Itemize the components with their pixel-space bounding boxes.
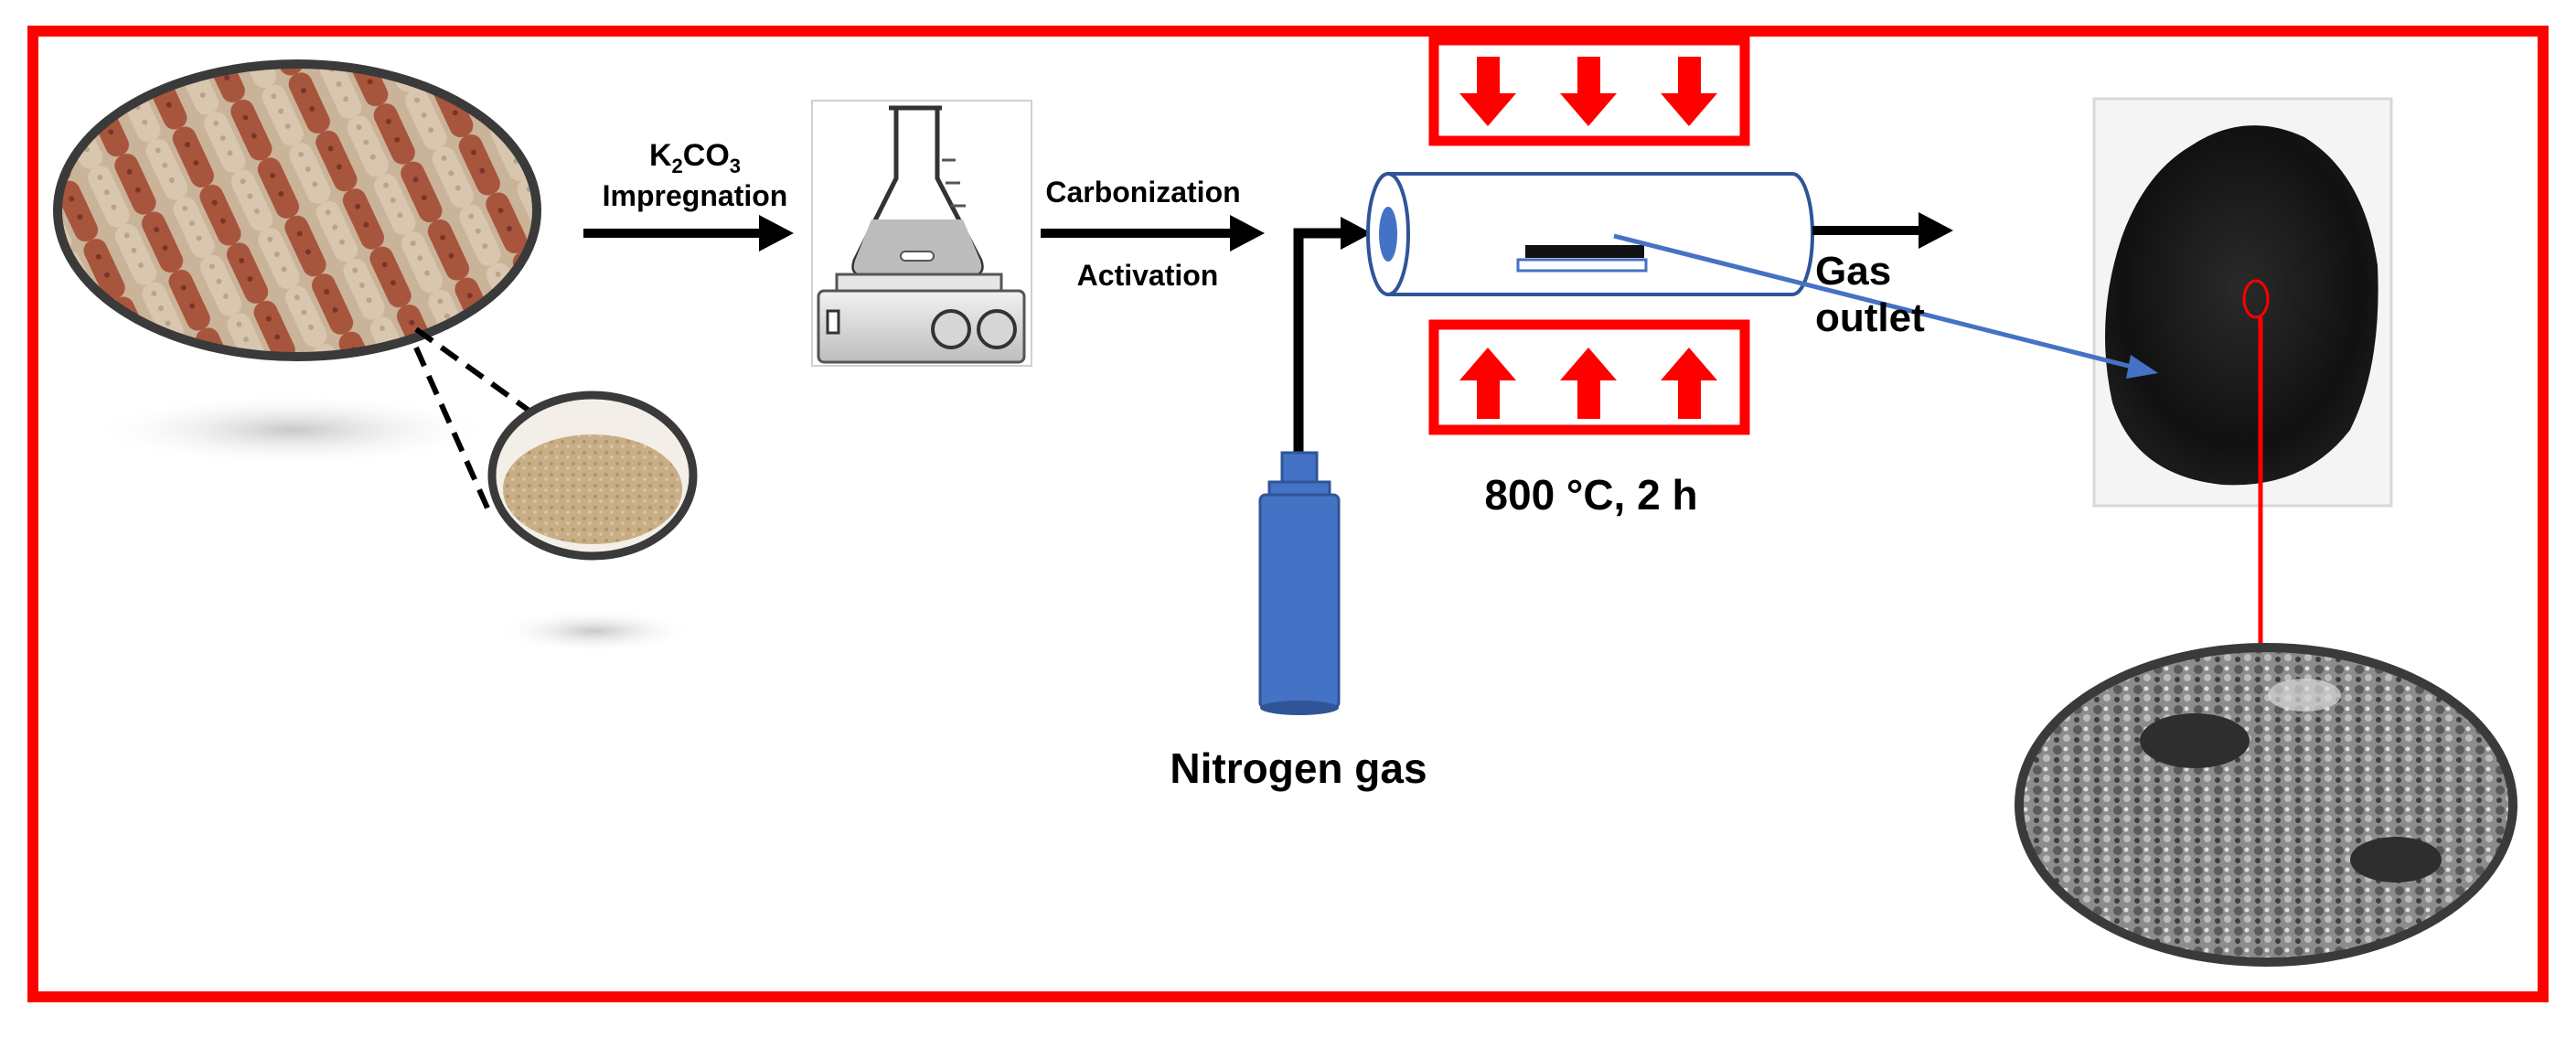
corn-cobs-photo-icon [53,59,541,466]
impregnation-arrow [583,215,794,251]
nitrogen-gas-label: Nitrogen gas [1170,744,1427,792]
gas-outlet-line1: Gas [1815,249,1892,294]
furnace-condition-label: 800 °C, 2 h [1484,471,1698,519]
sem-micrograph-icon [2015,643,2517,967]
flask-on-hotplate-icon [811,100,1032,367]
nitrogen-cylinder-icon [1258,451,1341,715]
zoom-dashed-line [414,326,532,414]
carbonization-label: Carbonization [1045,176,1241,209]
carbonization-arrow [1041,215,1265,251]
gas-outlet-label: Gas outlet [1815,249,1925,341]
activation-label: Activation [1076,259,1219,292]
gas-outlet-line2: outlet [1815,294,1925,340]
activated-carbon-photo-icon [2092,97,2393,508]
impregnation-label: Impregnation [602,179,788,212]
tube-furnace-icon [1366,172,1814,296]
reagent-label: K2CO3 [648,138,742,177]
nitrogen-feed-line [1293,217,1372,457]
outer-frame [27,26,2549,1002]
gas-outlet-arrow [1812,212,1953,249]
product-link-line [1613,233,2158,379]
bottom-heater-icon [1428,319,1750,435]
biomass-powder-photo-icon [487,391,698,653]
top-heater-icon [1428,35,1750,146]
